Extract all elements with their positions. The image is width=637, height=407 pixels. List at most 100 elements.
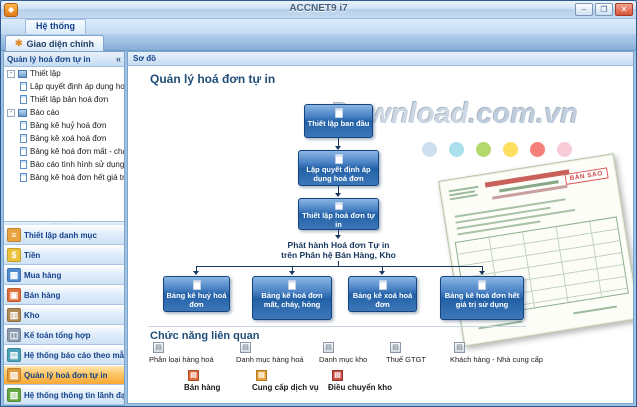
nav-item-purchasing[interactable]: Mua hàng <box>4 265 124 285</box>
tree-item[interactable]: Bảng kê xoá hoá đơn <box>4 132 124 145</box>
nav-item-executive-info[interactable]: Hệ thống thông tin lãnh đạo <box>4 385 124 405</box>
related-item-vat[interactable]: Thuế GTGT <box>386 342 426 364</box>
flow-output-label: Bảng kê xoá hoá đơn <box>352 291 413 309</box>
document-icon <box>334 154 343 164</box>
close-icon[interactable]: ✕ <box>615 3 633 16</box>
decorative-dots <box>422 142 572 157</box>
sales-icon <box>7 288 21 302</box>
arrow-down-icon <box>335 193 341 197</box>
folder-icon <box>18 108 27 117</box>
purchasing-icon <box>7 268 21 282</box>
tree-node-reports[interactable]: Báo cáo <box>4 106 124 119</box>
flow-note-line2: trên Phân hệ Bán Hàng, Kho <box>281 250 396 260</box>
flow-step-label: Thiết lập ban đầu <box>307 119 370 128</box>
document-icon <box>288 280 296 290</box>
tax-icon <box>390 342 401 353</box>
warehouse-icon <box>7 308 21 322</box>
related-item-customers-suppliers[interactable]: Khách hàng - Nhà cung cấp <box>450 342 543 364</box>
nav-item-sales[interactable]: Bán hàng <box>4 285 124 305</box>
color-dot <box>503 142 518 157</box>
related-item-sales[interactable]: Bán hàng <box>184 370 220 392</box>
tree-item[interactable]: Bảng kê hoá đơn hết giá trị sử dụng <box>4 171 124 184</box>
related-item-service-provision[interactable]: Cung cấp dịch vụ <box>252 370 319 392</box>
flow-step-decision[interactable]: Lập quyết định áp dụng hoá đơn <box>298 150 379 186</box>
flow-connector <box>382 266 383 272</box>
color-dot <box>449 142 464 157</box>
document-icon <box>20 95 27 104</box>
nav-item-money[interactable]: Tiền <box>4 245 124 265</box>
nav-label: Kế toán tổng hợp <box>24 330 91 340</box>
nav-label: Tiền <box>24 250 41 260</box>
tree-collapse-icon[interactable] <box>7 108 15 117</box>
document-icon <box>192 280 201 290</box>
related-item-label: Thuế GTGT <box>386 355 427 364</box>
invoice-decoration <box>573 305 617 315</box>
watermark-suffix: .com.vn <box>468 98 579 130</box>
flow-connector <box>196 266 482 267</box>
title-bar: ACCNET9 i7 – ❒ ✕ <box>1 1 636 19</box>
flow-step-initial-setup[interactable]: Thiết lập ban đầu <box>304 104 373 138</box>
tree-item[interactable]: Bảng kê hoá đơn mất - cháy... <box>4 145 124 158</box>
nav-item-general-ledger[interactable]: Kế toán tổng hợp <box>4 325 124 345</box>
tree-item-label: Bảng kê xoá hoá đơn <box>30 134 107 143</box>
maximize-icon[interactable]: ❒ <box>595 3 613 16</box>
tree-node-label: Thiết lập <box>30 69 61 78</box>
document-icon <box>334 108 343 118</box>
color-dot <box>476 142 491 157</box>
tree-item[interactable]: Bảng kê huỷ hoá đơn <box>4 119 124 132</box>
tree-item-label: Bảng kê hoá đơn mất - cháy... <box>30 147 124 156</box>
nav-label: Quản lý hoá đơn tự in <box>24 370 108 380</box>
report-system-icon <box>7 348 21 362</box>
flow-note: Phát hành Hoá đơn Tự in trên Phân hệ Bán… <box>258 240 419 260</box>
content-pane-tab-label: Sơ đồ <box>133 54 157 63</box>
nav-item-warehouse[interactable]: Kho <box>4 305 124 325</box>
sales-icon <box>188 370 199 381</box>
tab-main-interface[interactable]: ✱ Giao diện chính <box>5 35 105 51</box>
flow-connector <box>338 186 339 193</box>
color-dot <box>557 142 572 157</box>
collapse-panel-icon[interactable]: « <box>115 54 121 64</box>
tree-item[interactable]: Thiết lập bản hoá đơn <box>4 93 124 106</box>
related-item-goods-classification[interactable]: Phân loại hàng hoá <box>149 342 214 364</box>
flow-step-invoice-setup[interactable]: Thiết lập hoá đơn tự in <box>298 198 379 230</box>
panel-splitter[interactable] <box>4 221 124 227</box>
app-icon[interactable] <box>4 3 18 17</box>
related-item-warehouse-transfer[interactable]: Điều chuyển kho <box>328 370 392 392</box>
related-item-goods-catalog[interactable]: Danh mục hàng hoá <box>236 342 304 364</box>
related-item-label: Bán hàng <box>184 383 221 392</box>
invoice-decoration <box>478 320 523 330</box>
tree-item[interactable]: Lập quyết định áp dụng hoá đơn <box>4 80 124 93</box>
tree-item[interactable]: Báo cáo tình hình sử dụng hoá đơn <box>4 158 124 171</box>
arrow-down-icon <box>335 235 341 239</box>
contacts-icon <box>454 342 465 353</box>
content-panel: Sơ đồ Quản lý hoá đơn tự in Download.com… <box>127 51 634 404</box>
flow-output-deleted-invoices[interactable]: Bảng kê xoá hoá đơn <box>348 276 417 312</box>
tree-item-label: Lập quyết định áp dụng hoá đơn <box>30 82 124 91</box>
flow-output-expired-invoices[interactable]: Bảng kê hoá đơn hết giá trị sử dụng <box>440 276 524 320</box>
nav-item-self-printed-invoice[interactable]: Quản lý hoá đơn tự in <box>4 365 124 385</box>
content-pane-tab[interactable]: Sơ đồ <box>128 52 633 66</box>
flow-output-lost-damaged-invoices[interactable]: Bảng kê hoá đơn mất, cháy, hỏng <box>252 276 332 320</box>
document-icon <box>20 173 27 182</box>
document-tab-strip: ✱ Giao diện chính <box>1 34 636 51</box>
nav-label: Hệ thống thông tin lãnh đạo <box>24 390 124 400</box>
nav-label: Mua hàng <box>24 270 62 280</box>
related-item-warehouse-catalog[interactable]: Danh mục kho <box>319 342 367 364</box>
minimize-icon[interactable]: – <box>575 3 593 16</box>
flow-connector <box>338 138 339 146</box>
document-icon <box>20 82 27 91</box>
flow-output-label: Bảng kê huỷ hoá đơn <box>166 291 227 309</box>
tree-item-label: Báo cáo tình hình sử dụng hoá đơn <box>30 160 124 169</box>
nav-label: Kho <box>24 310 40 320</box>
flow-output-cancelled-invoices[interactable]: Bảng kê huỷ hoá đơn <box>163 276 230 312</box>
nav-item-report-system[interactable]: Hệ thống báo cáo theo mẫu <box>4 345 124 365</box>
diagram-canvas: Quản lý hoá đơn tự in Download.com.vn BẢ… <box>128 66 633 403</box>
tree-collapse-icon[interactable] <box>7 69 15 78</box>
nav-label: Thiết lập danh mục <box>24 230 97 240</box>
money-icon <box>7 248 21 262</box>
service-icon <box>256 370 267 381</box>
menu-tab-system[interactable]: Hệ thống <box>25 19 86 34</box>
nav-item-catalog-setup[interactable]: Thiết lập danh mục <box>4 225 124 245</box>
tree-node-setup[interactable]: Thiết lập <box>4 67 124 80</box>
